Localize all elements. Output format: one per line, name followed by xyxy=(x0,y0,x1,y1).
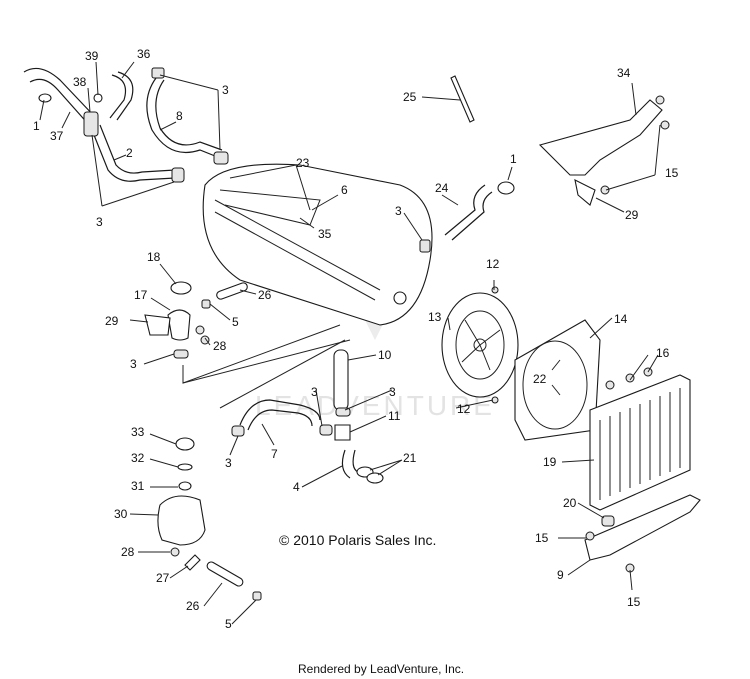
callout-28-a: 28 xyxy=(213,339,227,353)
callout-19: 19 xyxy=(543,455,557,469)
clamp-3-mid xyxy=(419,239,431,253)
hose-2 xyxy=(91,124,176,182)
callout-4: 4 xyxy=(293,480,300,494)
callout-33: 33 xyxy=(131,425,145,439)
callout-36: 36 xyxy=(137,47,151,61)
callout-3-c: 3 xyxy=(395,204,402,218)
callout-3-a: 3 xyxy=(222,83,229,97)
callout-13: 13 xyxy=(428,310,442,324)
callout-28-b: 28 xyxy=(121,545,135,559)
clamp-1-left xyxy=(38,93,52,103)
leader-lines xyxy=(39,61,661,625)
clamp-3-b xyxy=(319,424,333,436)
callout-26-b: 26 xyxy=(186,599,200,613)
hose-26-bottom xyxy=(206,561,244,587)
callout-6: 6 xyxy=(341,183,348,197)
rendered-by-text: Rendered by LeadVenture, Inc. xyxy=(298,662,464,676)
fitting-27 xyxy=(184,554,201,571)
copyright-text: © 2010 Polaris Sales Inc. xyxy=(279,532,436,548)
clamp-3-c xyxy=(335,407,351,417)
callout-31: 31 xyxy=(131,479,145,493)
callout-11: 11 xyxy=(388,409,401,423)
bracket-34 xyxy=(538,99,663,176)
callout-8: 8 xyxy=(176,109,183,123)
callout-30: 30 xyxy=(114,507,128,521)
callout-3-f: 3 xyxy=(389,385,396,399)
callout-29-b: 29 xyxy=(105,314,119,328)
cap-18 xyxy=(170,281,192,295)
callout-3-b: 3 xyxy=(96,215,103,229)
fitting-5-bottom xyxy=(252,591,262,601)
cap-33 xyxy=(175,437,195,451)
callout-14: 14 xyxy=(614,312,628,326)
hose-24 xyxy=(444,184,493,241)
callout-26-a: 26 xyxy=(258,288,272,302)
tee-11 xyxy=(334,424,351,441)
callout-12-a: 12 xyxy=(486,257,500,271)
hose-8 xyxy=(146,77,223,159)
clamp-3-hose8 xyxy=(213,151,229,165)
callout-5-b: 5 xyxy=(225,617,232,631)
callout-25: 25 xyxy=(403,90,417,104)
callout-15-b: 15 xyxy=(535,531,549,545)
parts-artwork xyxy=(23,67,701,601)
hose-10 xyxy=(333,349,349,411)
hose-26-top xyxy=(216,282,248,300)
callout-21: 21 xyxy=(403,451,417,465)
clamp-3-a xyxy=(231,425,245,437)
clamp-3-top xyxy=(151,67,165,79)
clamp-21-b xyxy=(366,472,384,484)
tray-6 xyxy=(202,163,433,326)
hose-7 xyxy=(239,399,321,431)
hose-36 xyxy=(109,71,134,121)
callout-29-a: 29 xyxy=(625,208,639,222)
callout-16: 16 xyxy=(656,346,670,360)
callout-20: 20 xyxy=(563,496,577,510)
fitting-5-top xyxy=(201,299,211,309)
callout-37: 37 xyxy=(50,129,64,143)
callout-35: 35 xyxy=(318,227,332,241)
clamp-3-left xyxy=(173,349,189,359)
hose-37 xyxy=(23,67,97,127)
callout-3-e: 3 xyxy=(311,385,318,399)
callout-12-b: 12 xyxy=(457,402,471,416)
callouts: 1 37 38 39 36 3 8 2 3 23 6 35 3 25 24 1 … xyxy=(33,47,679,631)
elbow-4 xyxy=(341,449,359,479)
callout-38: 38 xyxy=(73,75,87,89)
gasket-32 xyxy=(177,463,193,471)
callout-15-a: 15 xyxy=(665,166,679,180)
seal-31 xyxy=(178,481,192,491)
callout-5-a: 5 xyxy=(232,315,239,329)
bracket-29-left xyxy=(144,314,171,336)
callout-15-c: 15 xyxy=(627,595,641,609)
callout-22: 22 xyxy=(533,372,547,386)
callout-9: 9 xyxy=(557,568,564,582)
valve-17 xyxy=(167,309,191,341)
callout-39: 39 xyxy=(85,49,99,63)
callout-10: 10 xyxy=(378,348,392,362)
callout-23: 23 xyxy=(296,156,310,170)
clamp-1-right xyxy=(497,181,515,195)
rod-25 xyxy=(450,75,475,123)
callout-32: 32 xyxy=(131,451,145,465)
callout-3-g: 3 xyxy=(225,456,232,470)
callout-1-b: 1 xyxy=(510,152,517,166)
callout-3-d: 3 xyxy=(130,357,137,371)
clamp-3-hose2 xyxy=(171,167,185,183)
callout-27: 27 xyxy=(156,571,170,585)
callout-7: 7 xyxy=(271,447,278,461)
callout-18: 18 xyxy=(147,250,161,264)
callout-24: 24 xyxy=(435,181,449,195)
callout-1-a: 1 xyxy=(33,119,40,133)
connector-38 xyxy=(83,111,99,137)
fitting-39 xyxy=(93,93,103,103)
callout-2: 2 xyxy=(126,146,133,160)
watermark-text: LEADVENTURE xyxy=(255,390,495,421)
reservoir-30 xyxy=(157,495,206,546)
callout-34: 34 xyxy=(617,66,631,80)
callout-17: 17 xyxy=(134,288,148,302)
grommet-20 xyxy=(601,515,615,527)
